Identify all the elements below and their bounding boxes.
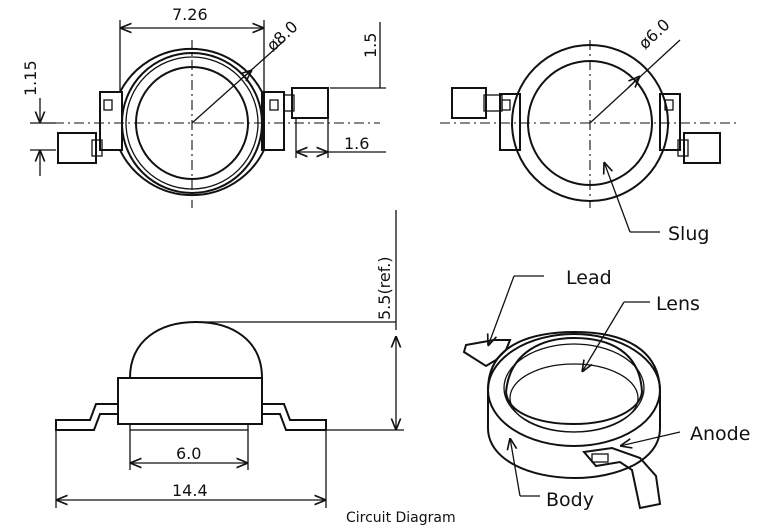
side-view-body (117, 377, 263, 425)
callout-lens: Lens (656, 293, 700, 315)
dim-width-7-26: 7.26 (172, 5, 208, 24)
callout-lead: Lead (566, 267, 612, 289)
callout-body: Body (546, 489, 594, 511)
top-view-lead-left (57, 132, 97, 164)
iso-lens (504, 336, 644, 426)
iso-lead-left (462, 339, 512, 368)
iso-lead-right (582, 446, 662, 510)
dim-length-14-4: 14.4 (172, 481, 208, 500)
bottom-view: ø6.0 Slug (440, 15, 738, 245)
dim-diameter-6: ø6.0 (635, 15, 674, 53)
side-view-dome (129, 320, 263, 379)
dim-lead-1-6: 1.6 (344, 134, 369, 153)
bottom-view-lead-left (451, 87, 487, 119)
isometric-view: Lead Lens Anode Body (462, 267, 750, 511)
dim-height-ref: 5.5(ref.) (375, 256, 394, 320)
top-view: ø8.0 7.26 1.15 1.5 1.6 (21, 5, 386, 208)
dim-height-1-15: 1.15 (21, 60, 40, 96)
bottom-view-lead-right (683, 132, 721, 164)
caption: Circuit Diagram (346, 510, 456, 526)
top-view-lead-right (291, 87, 329, 119)
dim-height-1-5: 1.5 (361, 33, 380, 58)
dim-diameter-8: ø8.0 (263, 17, 302, 55)
iso-body (487, 330, 661, 480)
side-view: 5.5(ref.) 6.0 14.4 (55, 210, 404, 508)
callout-anode: Anode (690, 423, 750, 445)
dim-lens-6-0: 6.0 (176, 444, 201, 463)
callout-slug: Slug (668, 223, 709, 245)
